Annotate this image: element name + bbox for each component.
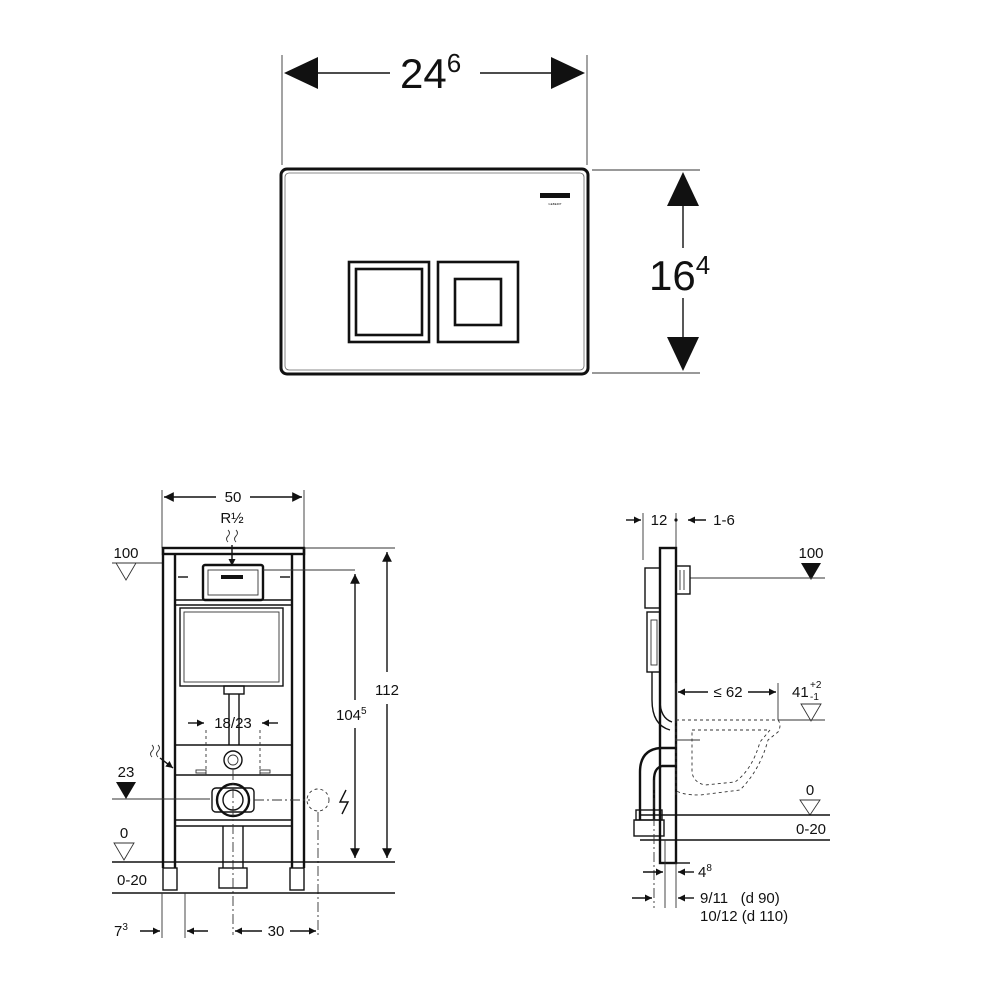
pipe-offset-d110-label: 10/12 (d 110) xyxy=(700,908,788,925)
water-supply-icon xyxy=(226,529,238,543)
front-actuation-plate xyxy=(201,563,265,602)
cistern xyxy=(179,607,284,687)
side-view: 12 1-6 100 ≤ 62 41 xyxy=(626,512,830,925)
bowl-tol-minus: -1 xyxy=(810,692,819,703)
flush-plate-view: 246 164 GEBERIT xyxy=(279,48,710,376)
bowl-level-icon xyxy=(800,703,822,722)
full-flush-button xyxy=(347,260,431,344)
water-supply-icon-2 xyxy=(150,744,160,758)
front-level-top-label: 100 xyxy=(113,545,138,562)
bowl-projection-label: ≤ 62 xyxy=(713,684,742,701)
side-floor-level-icon xyxy=(799,799,821,816)
depth-adjust-label: 1-6 xyxy=(713,512,735,529)
side-actuation-plate xyxy=(675,565,691,595)
brand-logo-text: GEBERIT xyxy=(548,202,561,206)
brand-logo xyxy=(540,193,570,198)
flush-pipe xyxy=(651,672,671,731)
front-floor-range-label: 0-20 xyxy=(117,872,147,889)
front-level-inlet-label: 23 xyxy=(118,764,135,781)
offset-label: 73 xyxy=(114,922,128,940)
frame-depth-label: 12 xyxy=(651,512,668,529)
frame-top-rail xyxy=(161,546,306,556)
side-level-floor-label: 0 xyxy=(806,782,814,799)
flush-plate xyxy=(279,167,590,376)
frame-width-label: 50 xyxy=(225,489,242,506)
bowl-tol-plus: +2 xyxy=(810,680,822,691)
side-cistern xyxy=(644,567,661,609)
electricity-icon xyxy=(338,789,350,815)
front-level-floor-label: 0 xyxy=(120,825,128,842)
frame-foot-right xyxy=(289,867,305,891)
level-marker-icon xyxy=(115,562,137,581)
plate-width-dimension: 246 xyxy=(284,48,585,97)
pipe-gap-label: 48 xyxy=(698,863,712,881)
water-connection-label: R½ xyxy=(220,510,244,527)
bowl-height-label: 41 xyxy=(792,684,809,701)
plate-width-label: 246 xyxy=(400,48,461,97)
drain-offset-label: 30 xyxy=(268,923,285,940)
electric-socket xyxy=(306,788,330,812)
bolt-spacing-label: 18/23 xyxy=(214,715,252,732)
side-level-top-label: 100 xyxy=(798,545,823,562)
floor-level-icon xyxy=(113,842,135,861)
inner-height-label: 1045 xyxy=(336,706,367,724)
plate-height-dimension: 164 xyxy=(649,172,710,371)
drain-bend xyxy=(638,746,676,820)
partial-flush-button xyxy=(436,260,520,344)
level-marker-filled-icon xyxy=(116,782,136,799)
frame-height-label: 112 xyxy=(375,682,399,699)
pipe-offset-d90-label: 9/11 (d 90) xyxy=(700,890,780,907)
front-view: 50 R½ 100 xyxy=(112,489,399,940)
side-level-marker-icon xyxy=(801,563,821,580)
frame-foot-left xyxy=(162,867,178,891)
side-floor-range-label: 0-20 xyxy=(796,821,826,838)
plate-height-label: 164 xyxy=(649,250,710,299)
